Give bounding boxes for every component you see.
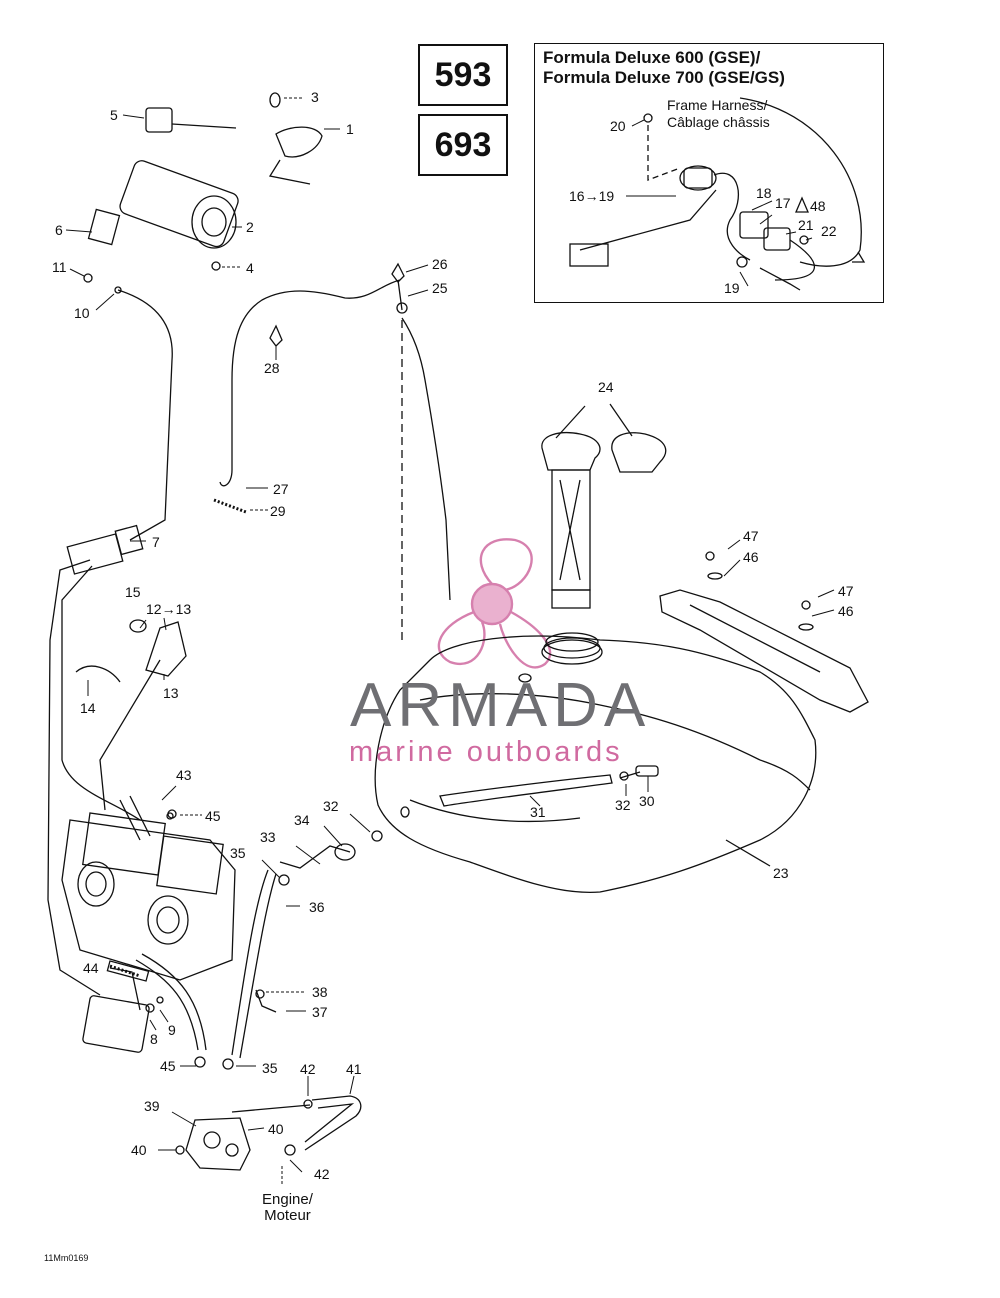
oil-sensor-assembly bbox=[87, 92, 323, 271]
watermark-brand: ARMADA bbox=[350, 671, 652, 740]
callout-37: 37 bbox=[312, 1004, 328, 1020]
model-code-593: 593 bbox=[418, 44, 508, 106]
harness-label: Frame Harness/ Câblage châssis bbox=[667, 97, 770, 131]
callout-36: 36 bbox=[309, 899, 325, 915]
callout-47-right: 47 bbox=[838, 583, 854, 599]
callout-22: 22 bbox=[821, 223, 837, 239]
callout-5: 5 bbox=[110, 107, 118, 123]
vent-line bbox=[219, 279, 451, 640]
callout-40-right: 40 bbox=[268, 1121, 284, 1137]
inset-title-line2: Formula Deluxe 700 (GSE/GS) bbox=[543, 68, 785, 87]
callout-35-lower: 35 bbox=[262, 1060, 278, 1076]
drawing-code: 11Mm0169 bbox=[44, 1253, 89, 1263]
callout-46-right: 46 bbox=[838, 603, 854, 619]
callout-42-lower: 42 bbox=[314, 1166, 330, 1182]
callout-12-13: 12→13 bbox=[146, 601, 192, 617]
callout-28: 28 bbox=[264, 360, 280, 376]
callout-33: 33 bbox=[260, 829, 276, 845]
callout-25: 25 bbox=[432, 280, 448, 296]
callout-46-left: 46 bbox=[743, 549, 759, 565]
callout-45-lower: 45 bbox=[160, 1058, 176, 1074]
callout-48: 48 bbox=[810, 198, 826, 214]
inset-title: Formula Deluxe 600 (GSE)/ Formula Deluxe… bbox=[543, 48, 785, 88]
callout-35-upper: 35 bbox=[230, 845, 246, 861]
callout-20: 20 bbox=[610, 118, 626, 134]
callout-2: 2 bbox=[246, 219, 254, 235]
wiring-harness bbox=[47, 289, 173, 996]
callout-1: 1 bbox=[346, 121, 354, 137]
callout-15: 15 bbox=[125, 584, 141, 600]
callout-42-upper: 42 bbox=[300, 1061, 316, 1077]
spring-and-fasteners bbox=[75, 262, 408, 1070]
callout-38: 38 bbox=[312, 984, 328, 1000]
callout-13: 13 bbox=[163, 685, 179, 701]
engine-label-line1: Engine/ bbox=[262, 1191, 313, 1208]
callout-14: 14 bbox=[80, 700, 96, 716]
engine-label-line2: Moteur bbox=[264, 1207, 311, 1224]
callout-32-hose: 32 bbox=[323, 798, 339, 814]
callout-40-left: 40 bbox=[131, 1142, 147, 1158]
callout-31: 31 bbox=[530, 804, 546, 820]
harness-label-line2: Câblage châssis bbox=[667, 114, 770, 130]
callout-4: 4 bbox=[246, 260, 254, 276]
callout-27: 27 bbox=[273, 481, 289, 497]
callout-24: 24 bbox=[598, 379, 614, 395]
inset-box: Formula Deluxe 600 (GSE)/ Formula Deluxe… bbox=[534, 43, 884, 303]
tank-bracket bbox=[659, 551, 869, 713]
callout-43: 43 bbox=[176, 767, 192, 783]
callout-3: 3 bbox=[311, 89, 319, 105]
model-code-693: 693 bbox=[418, 114, 508, 176]
callout-18: 18 bbox=[756, 185, 772, 201]
carburetor-assembly bbox=[61, 795, 236, 981]
callout-47-left: 47 bbox=[743, 528, 759, 544]
fuel-hoses bbox=[135, 765, 659, 1156]
callout-30: 30 bbox=[639, 793, 655, 809]
callout-39: 39 bbox=[144, 1098, 160, 1114]
callout-26: 26 bbox=[432, 256, 448, 272]
harness-label-line1: Frame Harness/ bbox=[667, 97, 768, 113]
callout-6: 6 bbox=[55, 222, 63, 238]
callout-32-tank: 32 bbox=[615, 797, 631, 813]
callout-11: 11 bbox=[52, 259, 67, 275]
callout-17: 17 bbox=[775, 195, 791, 211]
callout-7: 7 bbox=[152, 534, 160, 550]
engine-label: Engine/ Moteur bbox=[262, 1192, 313, 1224]
callout-34: 34 bbox=[294, 812, 310, 828]
callout-45-upper: 45 bbox=[205, 808, 221, 824]
callout-10: 10 bbox=[74, 305, 90, 321]
callout-29: 29 bbox=[270, 503, 286, 519]
callout-23: 23 bbox=[773, 865, 789, 881]
callout-44: 44 bbox=[83, 960, 99, 976]
callout-41: 41 bbox=[346, 1061, 362, 1077]
fuel-level-gauge bbox=[541, 403, 667, 609]
callout-19: 19 bbox=[724, 280, 740, 296]
fuel-tank bbox=[374, 632, 817, 894]
callout-21: 21 bbox=[798, 217, 814, 233]
watermark-tagline: marine outboards bbox=[349, 736, 623, 768]
callout-9: 9 bbox=[168, 1022, 176, 1038]
leader-lines bbox=[65, 97, 835, 1186]
callout-8: 8 bbox=[150, 1031, 158, 1047]
callout-16-19: 16→19 bbox=[569, 188, 615, 204]
inset-title-line1: Formula Deluxe 600 (GSE)/ bbox=[543, 48, 761, 67]
watermark-propeller bbox=[437, 538, 552, 669]
inset-drawing bbox=[569, 97, 866, 291]
